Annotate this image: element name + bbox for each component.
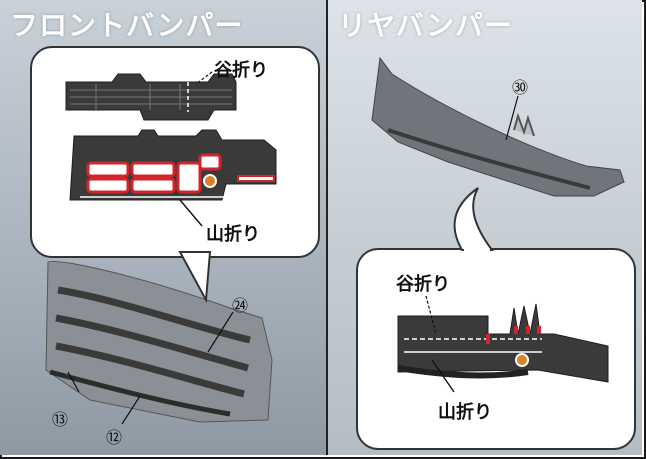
rear-bumper-photo: [371, 56, 625, 197]
valley-fold-label-rear: 谷折り: [396, 274, 450, 295]
callout-tail: [178, 251, 212, 304]
rear-bumper-part: [371, 56, 625, 197]
rear-bumper-panel: リヤバンパー ㉚ 谷折り 山折り: [328, 0, 642, 455]
rear-callout-tail: [453, 187, 494, 253]
front-lower-part: [69, 129, 277, 227]
part-number-30: ㉚: [512, 78, 529, 97]
front-upper-part: [65, 71, 237, 121]
valley-fold-label-front: 谷折り: [214, 60, 268, 81]
front-bumper-panel: フロントバンパー: [0, 0, 328, 455]
front-detail-illustration: [65, 71, 277, 227]
mountain-fold-label-front: 山折り: [206, 224, 260, 245]
rear-bumper-title: リヤバンパー: [338, 9, 513, 42]
rear-part-detail: [397, 295, 609, 393]
front-bumper-photo: [45, 260, 273, 425]
part-number-13: ⑬: [52, 410, 69, 429]
front-bumper-title: フロントバンパー: [10, 9, 244, 42]
mountain-fold-label-rear: 山折り: [438, 402, 492, 423]
rear-detail-illustration: [397, 295, 609, 393]
part-number-12: ⑫: [106, 428, 123, 447]
part-number-24: ㉔: [232, 296, 249, 315]
